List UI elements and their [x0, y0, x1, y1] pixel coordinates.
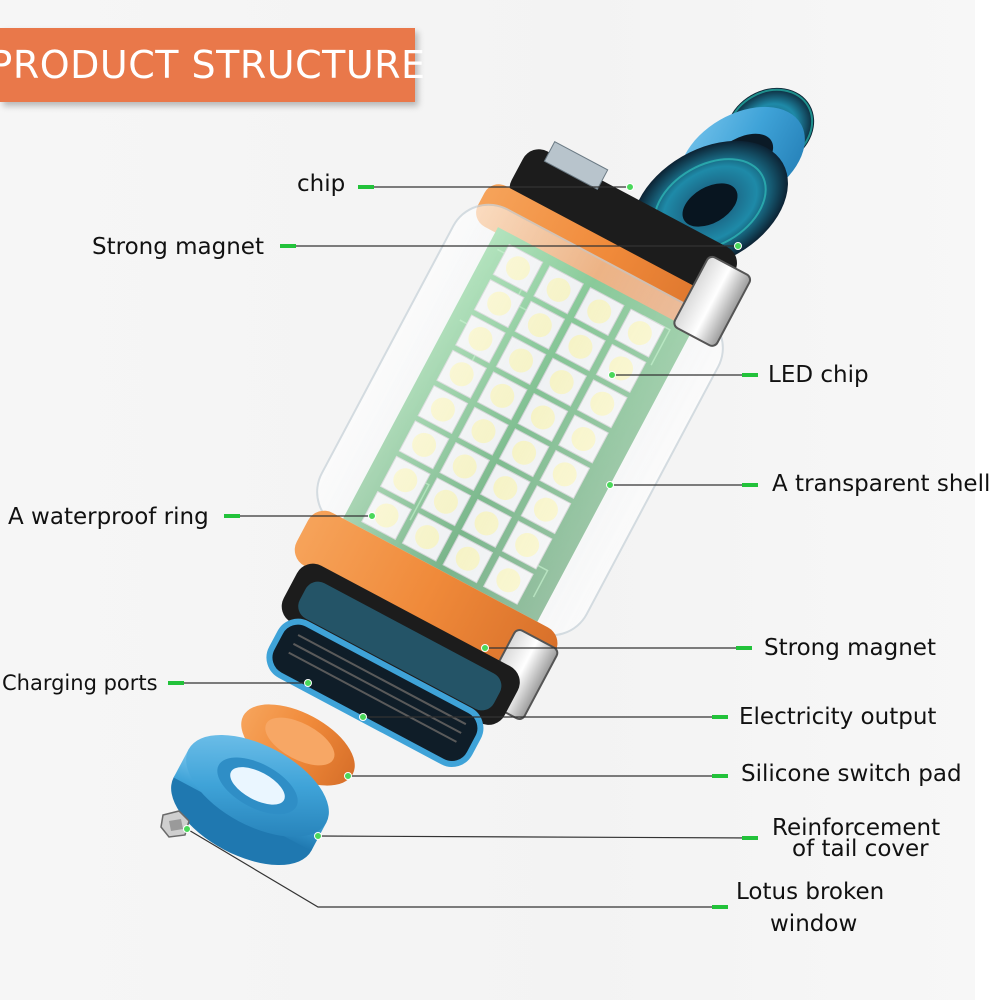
- window-breaker-tip: [160, 810, 190, 838]
- label-waterproof-ring: A waterproof ring: [8, 504, 209, 530]
- tail-cover-ring: [171, 734, 329, 866]
- label-silicone-switch-pad: Silicone switch pad: [741, 761, 962, 787]
- label-reinforcement-line1: Reinforcement: [772, 815, 940, 841]
- header-banner: PRODUCT STRUCTURE: [0, 28, 425, 102]
- label-reinforcement-line2: of tail cover: [792, 836, 929, 862]
- label-electricity-output: Electricity output: [739, 704, 936, 730]
- label-strong-magnet-bottom: Strong magnet: [764, 635, 936, 661]
- label-strong-magnet-top: Strong magnet: [92, 234, 264, 260]
- lower-orange-ring: [294, 510, 558, 683]
- leader-dots: [183, 183, 742, 840]
- label-lotus-line2: window: [770, 911, 857, 937]
- top-end-cap: [632, 87, 815, 270]
- label-led-chip: LED chip: [768, 362, 869, 388]
- label-charging-ports: Charging ports: [2, 671, 158, 695]
- switch-pad: [241, 704, 355, 786]
- chip-plate: [543, 141, 609, 190]
- label-lotus-line1: Lotus broken: [736, 879, 884, 905]
- magnet-plate: [673, 255, 752, 347]
- label-transparent-shell: A transparent shell: [772, 471, 990, 497]
- lamp-body: [266, 141, 752, 767]
- leader-lines: [183, 186, 757, 908]
- page-title: PRODUCT STRUCTURE: [0, 43, 426, 87]
- leader-markers: [168, 185, 758, 909]
- label-chip: chip: [297, 171, 345, 197]
